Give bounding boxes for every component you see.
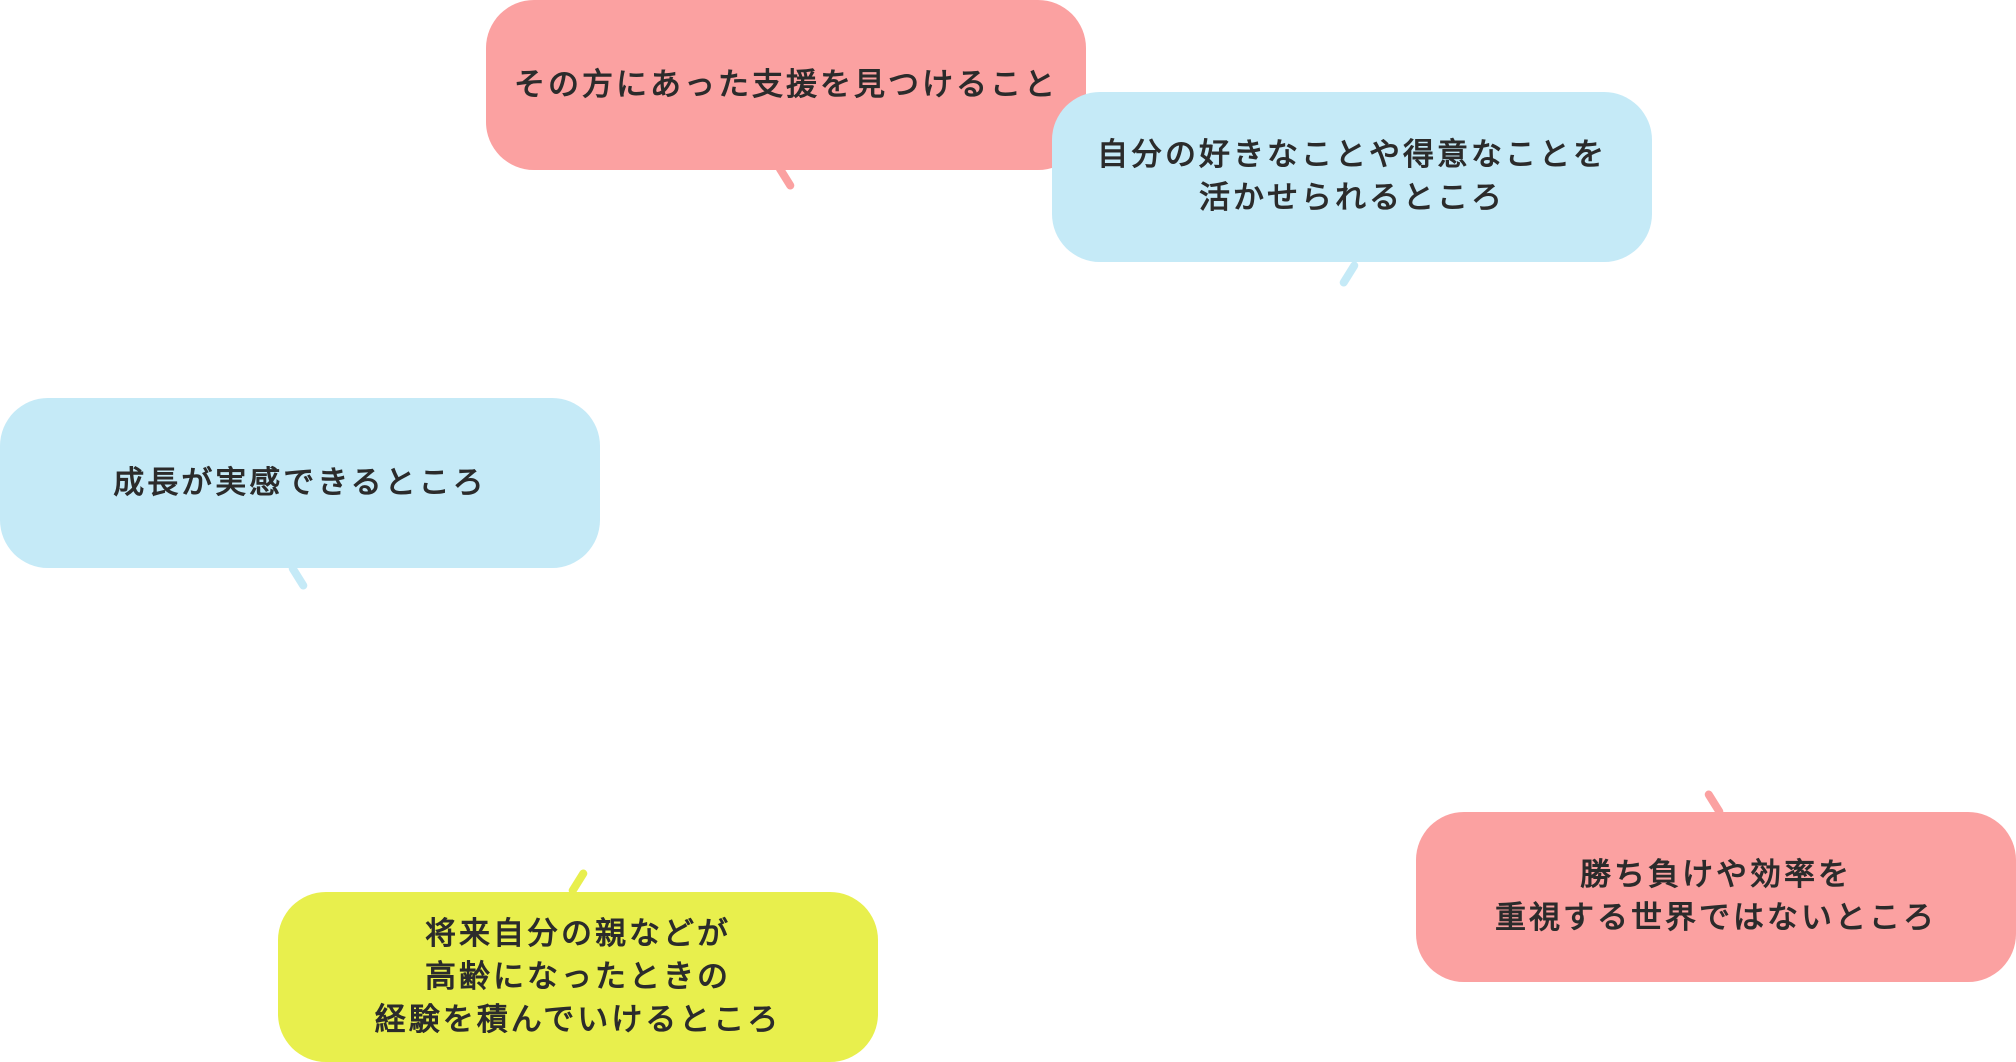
speech-bubble-growth: 成長が実感できるところ — [0, 398, 600, 568]
bubble-text: 成長が実感できるところ — [113, 464, 487, 501]
speech-bubble-support: その方にあった支援を見つけること — [486, 0, 1086, 170]
bubble-text: 自分の好きなことや得意なことを 活かせられるところ — [1097, 137, 1607, 216]
speech-bubble-values: 勝ち負けや効率を 重視する世界ではないところ — [1416, 812, 2016, 982]
speech-bubble-strengths: 自分の好きなことや得意なことを 活かせられるところ — [1052, 92, 1652, 262]
speech-bubble-experience: 将来自分の親などが 高齢になったときの 経験を積んでいけるところ — [278, 892, 878, 1062]
bubble-text: 将来自分の親などが 高齢になったときの 経験を積んでいけるところ — [374, 915, 782, 1038]
bubble-text: その方にあった支援を見つけること — [514, 66, 1058, 103]
bubble-text: 勝ち負けや効率を 重視する世界ではないところ — [1495, 857, 1937, 936]
speech-bubble-tail — [1338, 260, 1360, 288]
